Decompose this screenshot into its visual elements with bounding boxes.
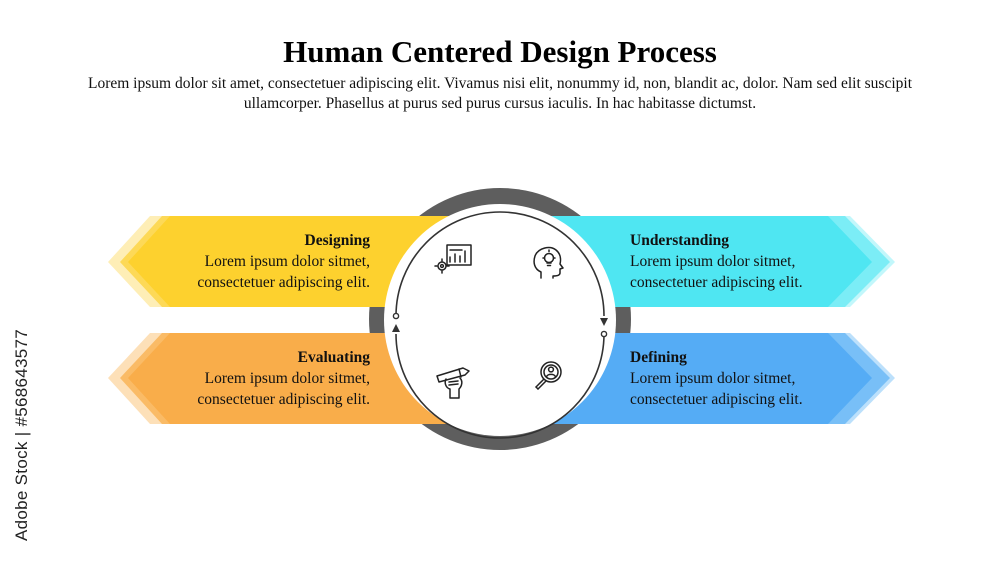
head-lightbulb-icon xyxy=(533,246,564,279)
cycle-arrow-top xyxy=(395,211,605,317)
understanding-line-1: Lorem ipsum dolor sitmet, xyxy=(630,253,796,270)
defining-line-1: Lorem ipsum dolor sitmet, xyxy=(630,370,796,387)
understanding-text: Understanding Lorem ipsum dolor sitmet, … xyxy=(630,230,890,293)
understanding-line-2: consectetuer adipiscing elit. xyxy=(630,274,803,291)
evaluating-line-2: consectetuer adipiscing elit. xyxy=(197,391,370,408)
center-disc xyxy=(384,204,616,436)
defining-banner-accent xyxy=(828,333,895,424)
evaluating-banner-accent xyxy=(108,333,170,424)
arrowhead-left xyxy=(392,324,400,332)
presentation-chart-icon xyxy=(434,244,472,274)
evaluating-heading: Evaluating xyxy=(297,349,370,366)
magnifier-user-icon xyxy=(535,361,562,390)
evaluating-line-1: Lorem ipsum dolor sitmet, xyxy=(204,370,370,387)
designing-line-2: consectetuer adipiscing elit. xyxy=(197,274,370,291)
designing-banner-accent xyxy=(108,216,170,307)
stock-watermark-text: Adobe Stock | #568643577 xyxy=(12,329,31,542)
defining-heading: Defining xyxy=(630,349,687,366)
evaluating-text: Evaluating Lorem ipsum dolor sitmet, con… xyxy=(130,347,370,410)
hand-pencil-icon xyxy=(436,367,470,399)
arrow-dot-right xyxy=(600,330,608,338)
page-title: Human Centered Design Process xyxy=(283,34,717,69)
defining-line-2: consectetuer adipiscing elit. xyxy=(630,391,803,408)
page-subtitle: Lorem ipsum dolor sit amet, consectetuer… xyxy=(87,75,913,112)
designing-heading: Designing xyxy=(304,232,370,249)
designing-text: Designing Lorem ipsum dolor sitmet, cons… xyxy=(130,230,370,293)
cycle-arrow-bottom xyxy=(395,333,605,439)
designing-line-1: Lorem ipsum dolor sitmet, xyxy=(204,253,370,270)
arrowhead-right xyxy=(600,318,608,326)
stock-watermark: Adobe Stock | #568643577 xyxy=(12,325,32,545)
defining-text: Defining Lorem ipsum dolor sitmet, conse… xyxy=(630,347,890,410)
understanding-heading: Understanding xyxy=(630,232,730,249)
arrow-dot-left xyxy=(392,312,400,320)
understanding-banner-accent xyxy=(828,216,895,307)
